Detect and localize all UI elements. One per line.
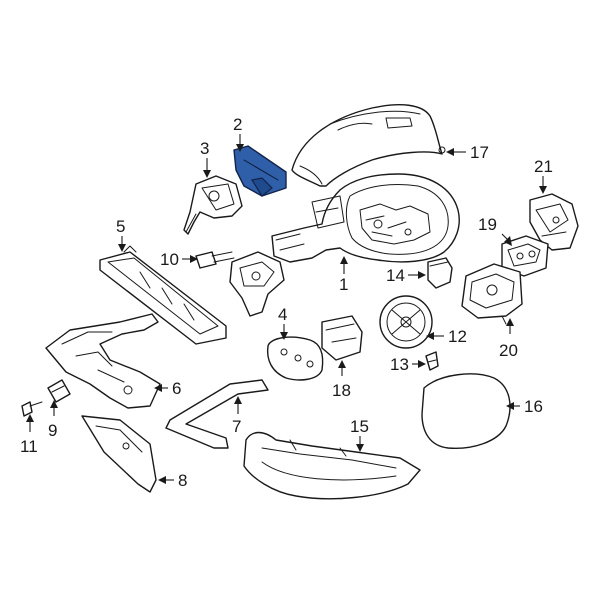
callout-label-3: 3 [200,139,209,158]
part-15-turn-signal[interactable] [243,431,421,500]
part-2-highlighted-bracket[interactable] [233,145,287,197]
callout-label-13: 13 [390,355,409,374]
callout-label-6: 6 [172,379,181,398]
callout-label-10: 10 [160,250,179,269]
part-16-mirror-glass[interactable] [421,373,511,449]
callout-label-8: 8 [178,471,187,490]
callout-label-4: 4 [278,305,287,324]
part-17-mirror-cover[interactable] [291,104,446,187]
callout-11: 11 [20,414,38,456]
callout-13: 13 [390,355,426,374]
part-4-cover-plate[interactable] [266,336,324,381]
callout-4: 4 [278,305,288,340]
callout-label-7: 7 [232,417,241,436]
callout-8: 8 [158,471,187,490]
callout-6: 6 [154,379,181,398]
part-6-lower-bracket[interactable] [45,313,161,409]
part-10-bolt[interactable] [195,251,235,269]
callout-3: 3 [200,139,211,178]
callout-label-16: 16 [524,397,543,416]
callout-label-11: 11 [20,437,38,456]
callout-19: 19 [478,215,512,246]
callout-label-5: 5 [116,217,125,236]
part-5-frame[interactable] [99,245,227,345]
callout-label-2: 2 [233,115,242,134]
part-1-hinge-bracket[interactable] [229,251,285,317]
callout-label-17: 17 [470,143,489,162]
callout-14: 14 [386,266,426,285]
callout-label-9: 9 [48,421,57,440]
part-8-lower-trim[interactable] [81,415,157,493]
callout-18: 18 [332,360,351,400]
callout-16: 16 [506,397,543,416]
callout-20: 20 [499,318,518,360]
callout-7: 7 [232,396,242,436]
part-11-screw[interactable] [21,401,43,417]
callout-label-21: 21 [534,157,553,176]
callout-label-1: 1 [339,275,348,294]
callout-label-18: 18 [332,381,351,400]
callout-9: 9 [48,400,58,440]
callout-label-20: 20 [499,341,518,360]
part-9-grommet[interactable] [47,379,71,403]
part-1-mirror-housing[interactable] [271,173,460,263]
callout-17: 17 [446,143,489,162]
callout-2: 2 [233,115,244,152]
callout-21: 21 [534,157,553,194]
callout-15: 15 [350,417,369,452]
part-14-small-cap[interactable] [427,257,453,289]
callout-1: 1 [339,256,348,294]
part-13-screw[interactable] [425,351,439,371]
callout-5: 5 [116,217,126,252]
part-18-motor-module[interactable] [321,315,363,361]
callout-10: 10 [160,250,198,269]
callout-12: 12 [426,327,467,346]
callout-label-15: 15 [350,417,369,436]
callout-label-19: 19 [478,215,497,234]
callout-label-14: 14 [386,266,405,285]
part-7-seal[interactable] [165,379,269,449]
part-3-bracket[interactable] [183,175,243,235]
part-20-motor[interactable] [461,263,523,325]
part-21-motor-bracket[interactable] [529,193,579,251]
part-12-glass-actuator[interactable] [379,295,433,349]
callout-label-12: 12 [448,327,467,346]
